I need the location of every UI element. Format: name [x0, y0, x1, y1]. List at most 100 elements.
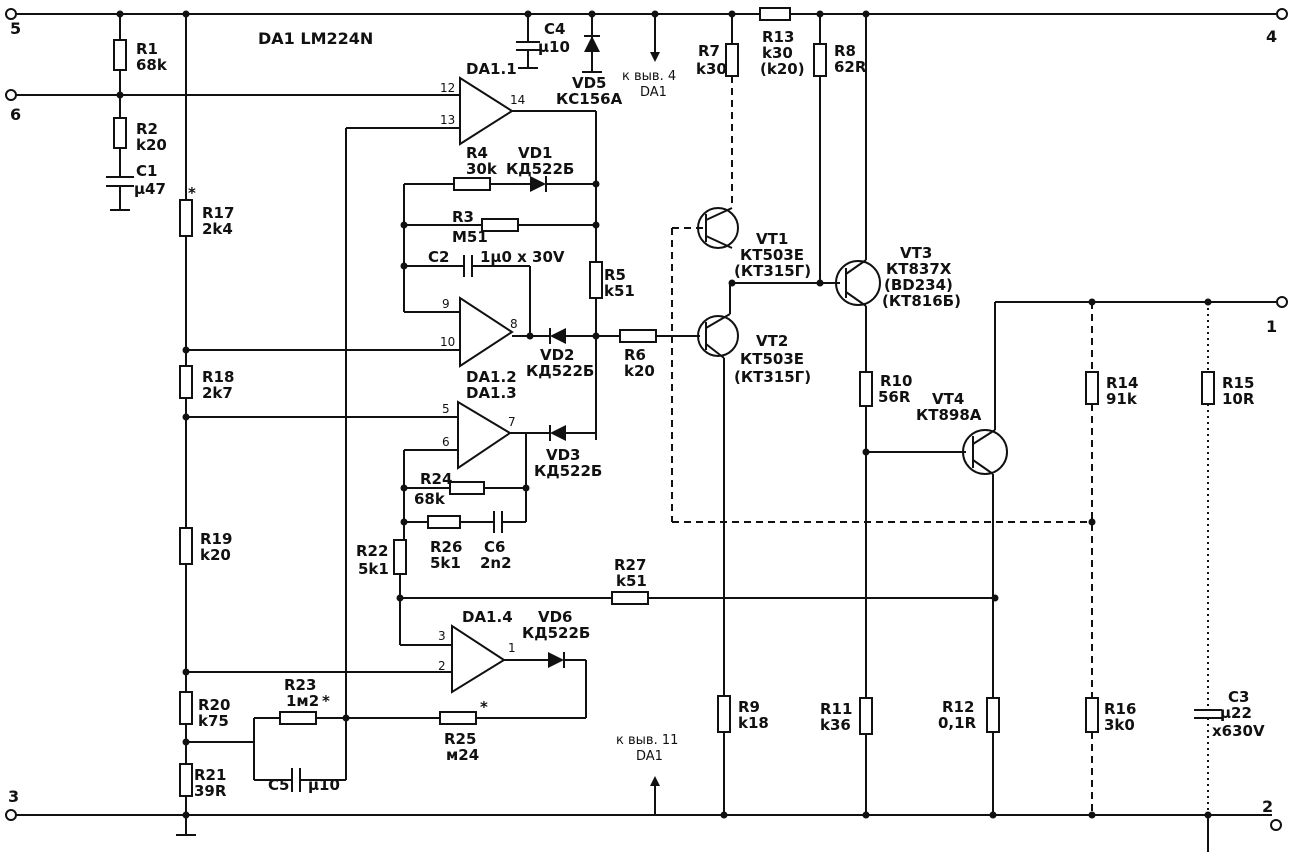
- vt1-name: VT1: [756, 230, 788, 248]
- r6-value: k20: [624, 362, 655, 380]
- r17-value: 2k4: [202, 220, 233, 238]
- c3-rating: x630V: [1212, 722, 1265, 740]
- pin11-arrow: [650, 776, 660, 815]
- r19-name: R19: [200, 530, 232, 548]
- r24-value: 68k: [414, 490, 446, 508]
- c3-name: C3: [1228, 688, 1249, 706]
- r25-value: м24: [446, 746, 479, 764]
- r1-value: 68k: [136, 56, 168, 74]
- r6-body: [619, 329, 657, 343]
- r20-name: R20: [198, 696, 230, 714]
- terminal-5: [5, 8, 17, 20]
- r15-body: [1201, 371, 1215, 405]
- r3-value: M51: [452, 228, 488, 246]
- pin11-note-line2: DA1: [636, 749, 663, 764]
- r19-value: k20: [200, 546, 231, 564]
- vt4-name: VT4: [932, 390, 964, 408]
- terminal-6-label: 6: [10, 105, 21, 124]
- r13-body: [759, 7, 791, 21]
- c1-name: C1: [136, 162, 157, 180]
- da14-pin-out: 1: [508, 641, 516, 655]
- r5-body: [589, 261, 603, 299]
- r21-body: [179, 763, 193, 797]
- r25-mark: *: [480, 698, 488, 716]
- da13-name: DA1.3: [466, 384, 517, 402]
- r12-name: R12: [942, 698, 974, 716]
- r8-name: R8: [834, 42, 856, 60]
- r10-name: R10: [880, 372, 912, 390]
- vt4-value: КТ898А: [916, 406, 982, 424]
- vt1-alt: (КТ315Г): [734, 262, 811, 280]
- da13-pin-out: 7: [508, 415, 516, 429]
- vd1-symbol: [530, 176, 546, 192]
- r10-value: 56R: [878, 388, 911, 406]
- da12-pin-minus: 9: [442, 297, 450, 311]
- r8-value: 62R: [834, 58, 867, 76]
- r23-value: 1м2: [286, 692, 319, 710]
- r23-name: R23: [284, 676, 316, 694]
- r18-body: [179, 365, 193, 399]
- vt3-name: VT3: [900, 244, 932, 262]
- vt3-alt2: (КТ816Б): [882, 292, 961, 310]
- r27-value: k51: [616, 572, 647, 590]
- r20-value: k75: [198, 712, 229, 730]
- r2-name: R2: [136, 120, 158, 138]
- vt2-alt: (КТ315Г): [734, 368, 811, 386]
- terminal-4-label: 4: [1266, 27, 1277, 46]
- vt3-transistor: [835, 14, 966, 815]
- r20-body: [179, 691, 193, 725]
- da11-name: DA1.1: [466, 60, 517, 78]
- vd6-symbol: [548, 652, 564, 668]
- c6-name: C6: [484, 538, 505, 556]
- r6-name: R6: [624, 346, 646, 364]
- r3-name: R3: [452, 208, 474, 226]
- terminal-3-label: 3: [8, 787, 19, 806]
- vd3-value: КД522Б: [534, 462, 602, 480]
- r5-branch: [589, 261, 603, 299]
- terminal-1-label: 1: [1266, 317, 1277, 336]
- vd1-value: КД522Б: [506, 160, 574, 178]
- r27-name: R27: [614, 556, 646, 574]
- r1-name: R1: [136, 40, 158, 58]
- vd5-value: КС156А: [556, 90, 623, 108]
- vt1-value: КТ503Е: [740, 246, 804, 264]
- vd2-value: КД522Б: [526, 362, 594, 380]
- r5-name: R5: [604, 266, 626, 284]
- da13-pin-plus: 5: [442, 402, 450, 416]
- terminal-3: [5, 809, 17, 821]
- r21-value: 39R: [194, 782, 227, 800]
- r14-value: 91k: [1106, 390, 1138, 408]
- terminal-6: [5, 89, 17, 101]
- divider-column: [176, 14, 460, 836]
- vd3-symbol: [550, 425, 566, 441]
- r24-body: [449, 481, 485, 495]
- r16-body: [1085, 697, 1099, 733]
- da12-feedback: [403, 176, 596, 336]
- r15-c3-branch: [1194, 302, 1222, 852]
- c4-vd5-supply: [516, 14, 660, 73]
- r23-body: [279, 711, 317, 725]
- da11-pin-out: 14: [510, 93, 525, 107]
- r1-r2-c1-branch: [106, 14, 134, 211]
- r26-body: [427, 515, 461, 529]
- r21-name: R21: [194, 766, 226, 784]
- pin11-note-line1: к выв. 11: [616, 733, 678, 748]
- c5-value: μ10: [308, 776, 340, 794]
- terminals: [5, 8, 1288, 831]
- r27-feedback: [400, 591, 992, 605]
- r5-value: k51: [604, 282, 635, 300]
- r12-value: 0,1R: [938, 714, 977, 732]
- r22-body: [393, 539, 407, 575]
- vd6-value: КД522Б: [522, 624, 590, 642]
- vd1-name: VD1: [518, 144, 553, 162]
- pin4-note-line2: DA1: [640, 85, 667, 100]
- da14-opamp: [451, 624, 586, 694]
- r9-name: R9: [738, 698, 760, 716]
- r15-name: R15: [1222, 374, 1254, 392]
- da12-pin-plus: 10: [440, 335, 455, 349]
- vt4-transistor: [962, 302, 1008, 815]
- da14-pin-minus: 2: [438, 659, 446, 673]
- da11-pin-plus: 12: [440, 81, 455, 95]
- vd5-name: VD5: [572, 74, 607, 92]
